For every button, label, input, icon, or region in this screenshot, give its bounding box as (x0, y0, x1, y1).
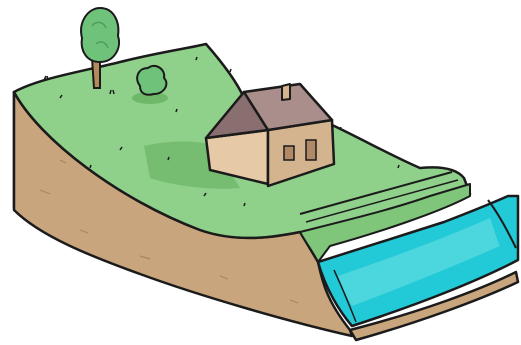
tree-crown (81, 8, 119, 62)
house-door (306, 140, 316, 160)
bush (137, 66, 166, 95)
house-chimney (282, 84, 290, 100)
house-window (284, 146, 294, 160)
